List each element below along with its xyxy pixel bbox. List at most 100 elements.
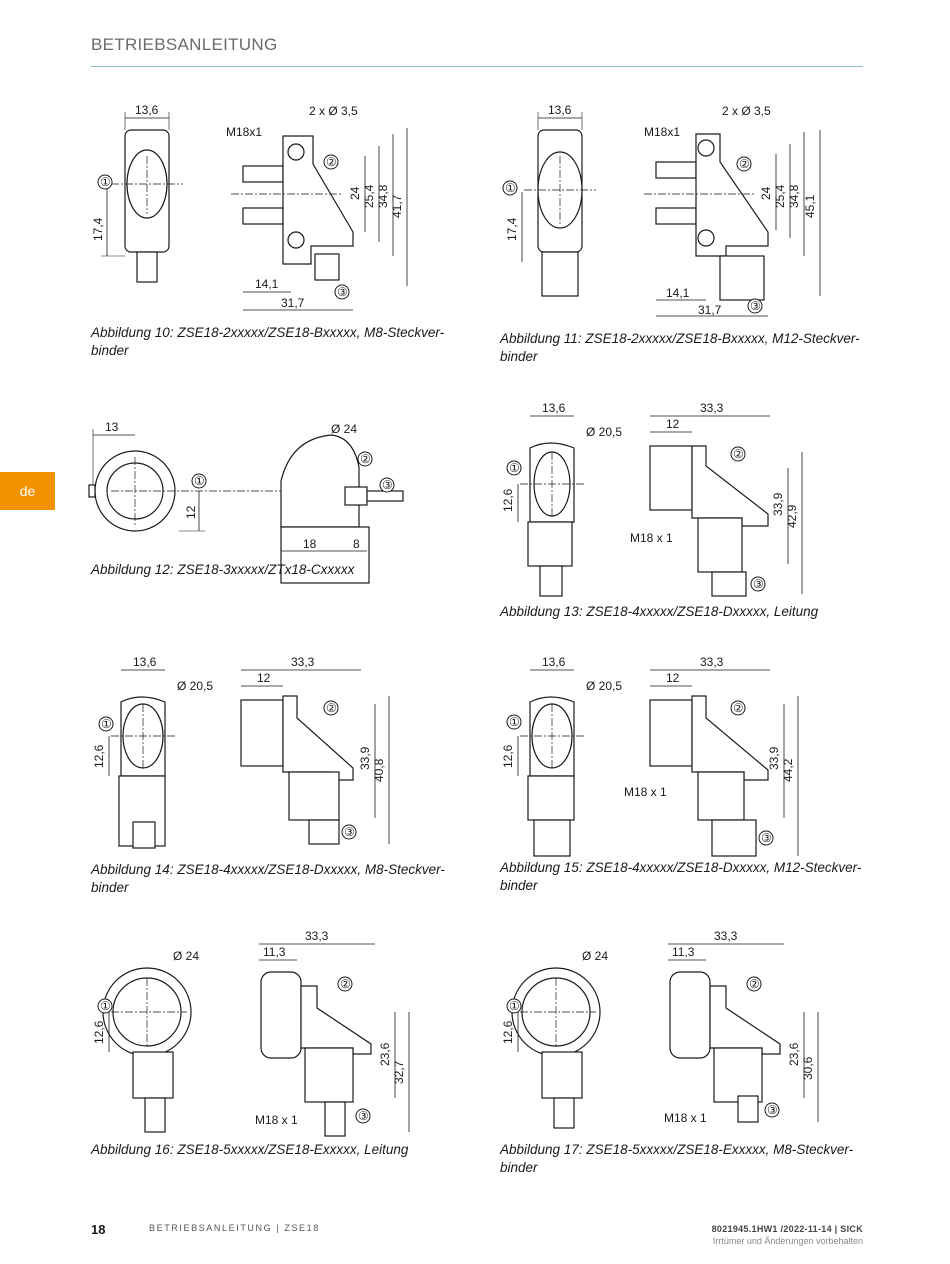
callout: ③ — [337, 285, 348, 299]
callout: ② — [733, 447, 744, 461]
callout: ① — [505, 181, 516, 195]
callout: ② — [326, 155, 337, 169]
figure-15-drawing: 13,6 Ø 20,5 12,6 ① 33,3 12 ② ③ 33,9 44,2… — [500, 642, 872, 874]
figure-caption: Abbildung 13: ZSE18-4xxxxx/ZSE18-Dxxxxx,… — [500, 604, 819, 619]
figure-caption: Abbildung 10: ZSE18-2xxxxx/ZSE18-Bxxxxx,… — [91, 325, 445, 358]
figure-caption: Abbildung 12: ZSE18-3xxxxx/ZTx18-Cxxxxx — [91, 562, 355, 577]
figure-11-drawing: 13,6 17,4 ① M18x1 2 x Ø 3,5 ② ③ 24 25,4 … — [500, 96, 872, 328]
dim: 32,7 — [392, 1060, 406, 1084]
footer-right: 8021945.1HW1 /2022-11-14 | SICK Irrtümer… — [712, 1223, 863, 1247]
dim: 12,6 — [501, 744, 515, 768]
callout: ② — [340, 977, 351, 991]
figure-caption: Abbildung 17: ZSE18-5xxxxx/ZSE18-Exxxxx,… — [500, 1142, 854, 1175]
dim: 12 — [184, 505, 198, 519]
dim: 18 — [303, 537, 317, 551]
dim: 12,6 — [501, 488, 515, 512]
dim: 12,6 — [92, 744, 106, 768]
figure-10-drawing: 13,6 17,4 ① M18x1 2 x Ø 3,5 ② ③ 24 25,4 … — [91, 96, 463, 328]
figure-17-drawing: Ø 24 12,6 ① 33,3 11,3 ② ③ 23,6 30,6 M18 … — [500, 918, 872, 1150]
dim: 11,3 — [263, 945, 286, 959]
dim: M18 x 1 — [255, 1113, 298, 1127]
callout: ③ — [767, 1103, 778, 1117]
dim: 44,2 — [781, 758, 795, 782]
dim: M18 x 1 — [664, 1111, 707, 1125]
callout: ③ — [344, 825, 355, 839]
dim: 33,9 — [358, 746, 372, 770]
dim: 33,9 — [771, 492, 785, 516]
dim: 34,8 — [787, 184, 801, 208]
dim: 23,6 — [787, 1042, 801, 1066]
callout: ③ — [358, 1109, 369, 1123]
dim: 33,9 — [767, 746, 781, 770]
dim: 33,3 — [305, 929, 329, 943]
callout: ② — [360, 452, 371, 466]
dim: M18 x 1 — [624, 785, 667, 799]
dim: 2 x Ø 3,5 — [722, 104, 771, 118]
footer-disclaimer: Irrtümer und Änderungen vorbehalten — [712, 1236, 863, 1246]
dim: 13,6 — [133, 655, 157, 669]
dim: 33,3 — [291, 655, 315, 669]
dim: 13,6 — [135, 103, 159, 117]
dim: 33,3 — [714, 929, 738, 943]
dim: 13,6 — [542, 401, 566, 415]
page-number: 18 — [91, 1222, 106, 1237]
callout: ③ — [761, 831, 772, 845]
dim: 23,6 — [378, 1042, 392, 1066]
dim: 14,1 — [255, 277, 279, 291]
callout: ② — [326, 701, 337, 715]
callout: ① — [509, 715, 520, 729]
dim: 30,6 — [801, 1056, 815, 1080]
dim: 33,3 — [700, 655, 724, 669]
dim: M18x1 — [226, 125, 262, 139]
figure-12-drawing: 13 ① 12 Ø 24 ② ③ 18 8 — [88, 386, 463, 618]
callout: ③ — [382, 478, 393, 492]
figure-caption: Abbildung 15: ZSE18-4xxxxx/ZSE18-Dxxxxx,… — [500, 860, 862, 893]
dim: 11,3 — [672, 945, 695, 959]
callout: ① — [100, 999, 111, 1013]
dim: 33,3 — [700, 401, 724, 415]
dim: 13 — [105, 420, 119, 434]
callout: ① — [100, 175, 111, 189]
figure-caption: Abbildung 11: ZSE18-2xxxxx/ZSE18-Bxxxxx,… — [500, 331, 860, 364]
dim: 14,1 — [666, 286, 690, 300]
dim: 34,8 — [376, 184, 390, 208]
dim: 13,6 — [548, 103, 572, 117]
dim: Ø 24 — [331, 422, 357, 436]
callout: ① — [509, 999, 520, 1013]
header-rule — [91, 66, 863, 67]
figure-caption: Abbildung 16: ZSE18-5xxxxx/ZSE18-Exxxxx,… — [91, 1142, 409, 1157]
language-tab[interactable]: de — [0, 472, 55, 510]
footer-doc-title: BETRIEBSANLEITUNG | ZSE18 — [149, 1223, 320, 1233]
callout: ① — [101, 717, 112, 731]
dim: Ø 20,5 — [586, 679, 622, 693]
callout: ③ — [750, 299, 761, 313]
dim: 12 — [666, 671, 680, 685]
dim: 12,6 — [92, 1020, 106, 1044]
dim: 12 — [666, 417, 680, 431]
dim: 12 — [257, 671, 271, 685]
figure-13-drawing: 13,6 Ø 20,5 12,6 ① 33,3 12 ② ③ 33,9 42,9… — [500, 386, 872, 618]
dim: 45,1 — [803, 194, 817, 218]
dim: M18 x 1 — [630, 531, 673, 545]
callout: ② — [749, 977, 760, 991]
figure-14-drawing: 13,6 Ø 20,5 12,6 ① 33,3 12 ② ③ 33,9 40,8 — [91, 642, 463, 874]
dim: Ø 20,5 — [177, 679, 213, 693]
dim: 13,6 — [542, 655, 566, 669]
dim: 2 x Ø 3,5 — [309, 104, 358, 118]
dim: M18x1 — [644, 125, 680, 139]
dim: Ø 24 — [582, 949, 608, 963]
dim: 24 — [348, 186, 362, 200]
callout: ③ — [753, 577, 764, 591]
dim: 40,8 — [372, 758, 386, 782]
dim: 25,4 — [362, 184, 376, 208]
running-header: BETRIEBSANLEITUNG — [91, 35, 278, 54]
dim: 31,7 — [698, 303, 722, 317]
dim: 17,4 — [91, 217, 105, 241]
callout: ② — [739, 157, 750, 171]
dim: 12,6 — [501, 1020, 515, 1044]
dim: 42,9 — [785, 504, 799, 528]
dim: 17,4 — [505, 217, 519, 241]
dim: 25,4 — [773, 184, 787, 208]
callout: ① — [194, 474, 205, 488]
figure-16-drawing: Ø 24 12,6 ① 33,3 11,3 ② ③ 23,6 32,7 M18 … — [91, 918, 463, 1150]
